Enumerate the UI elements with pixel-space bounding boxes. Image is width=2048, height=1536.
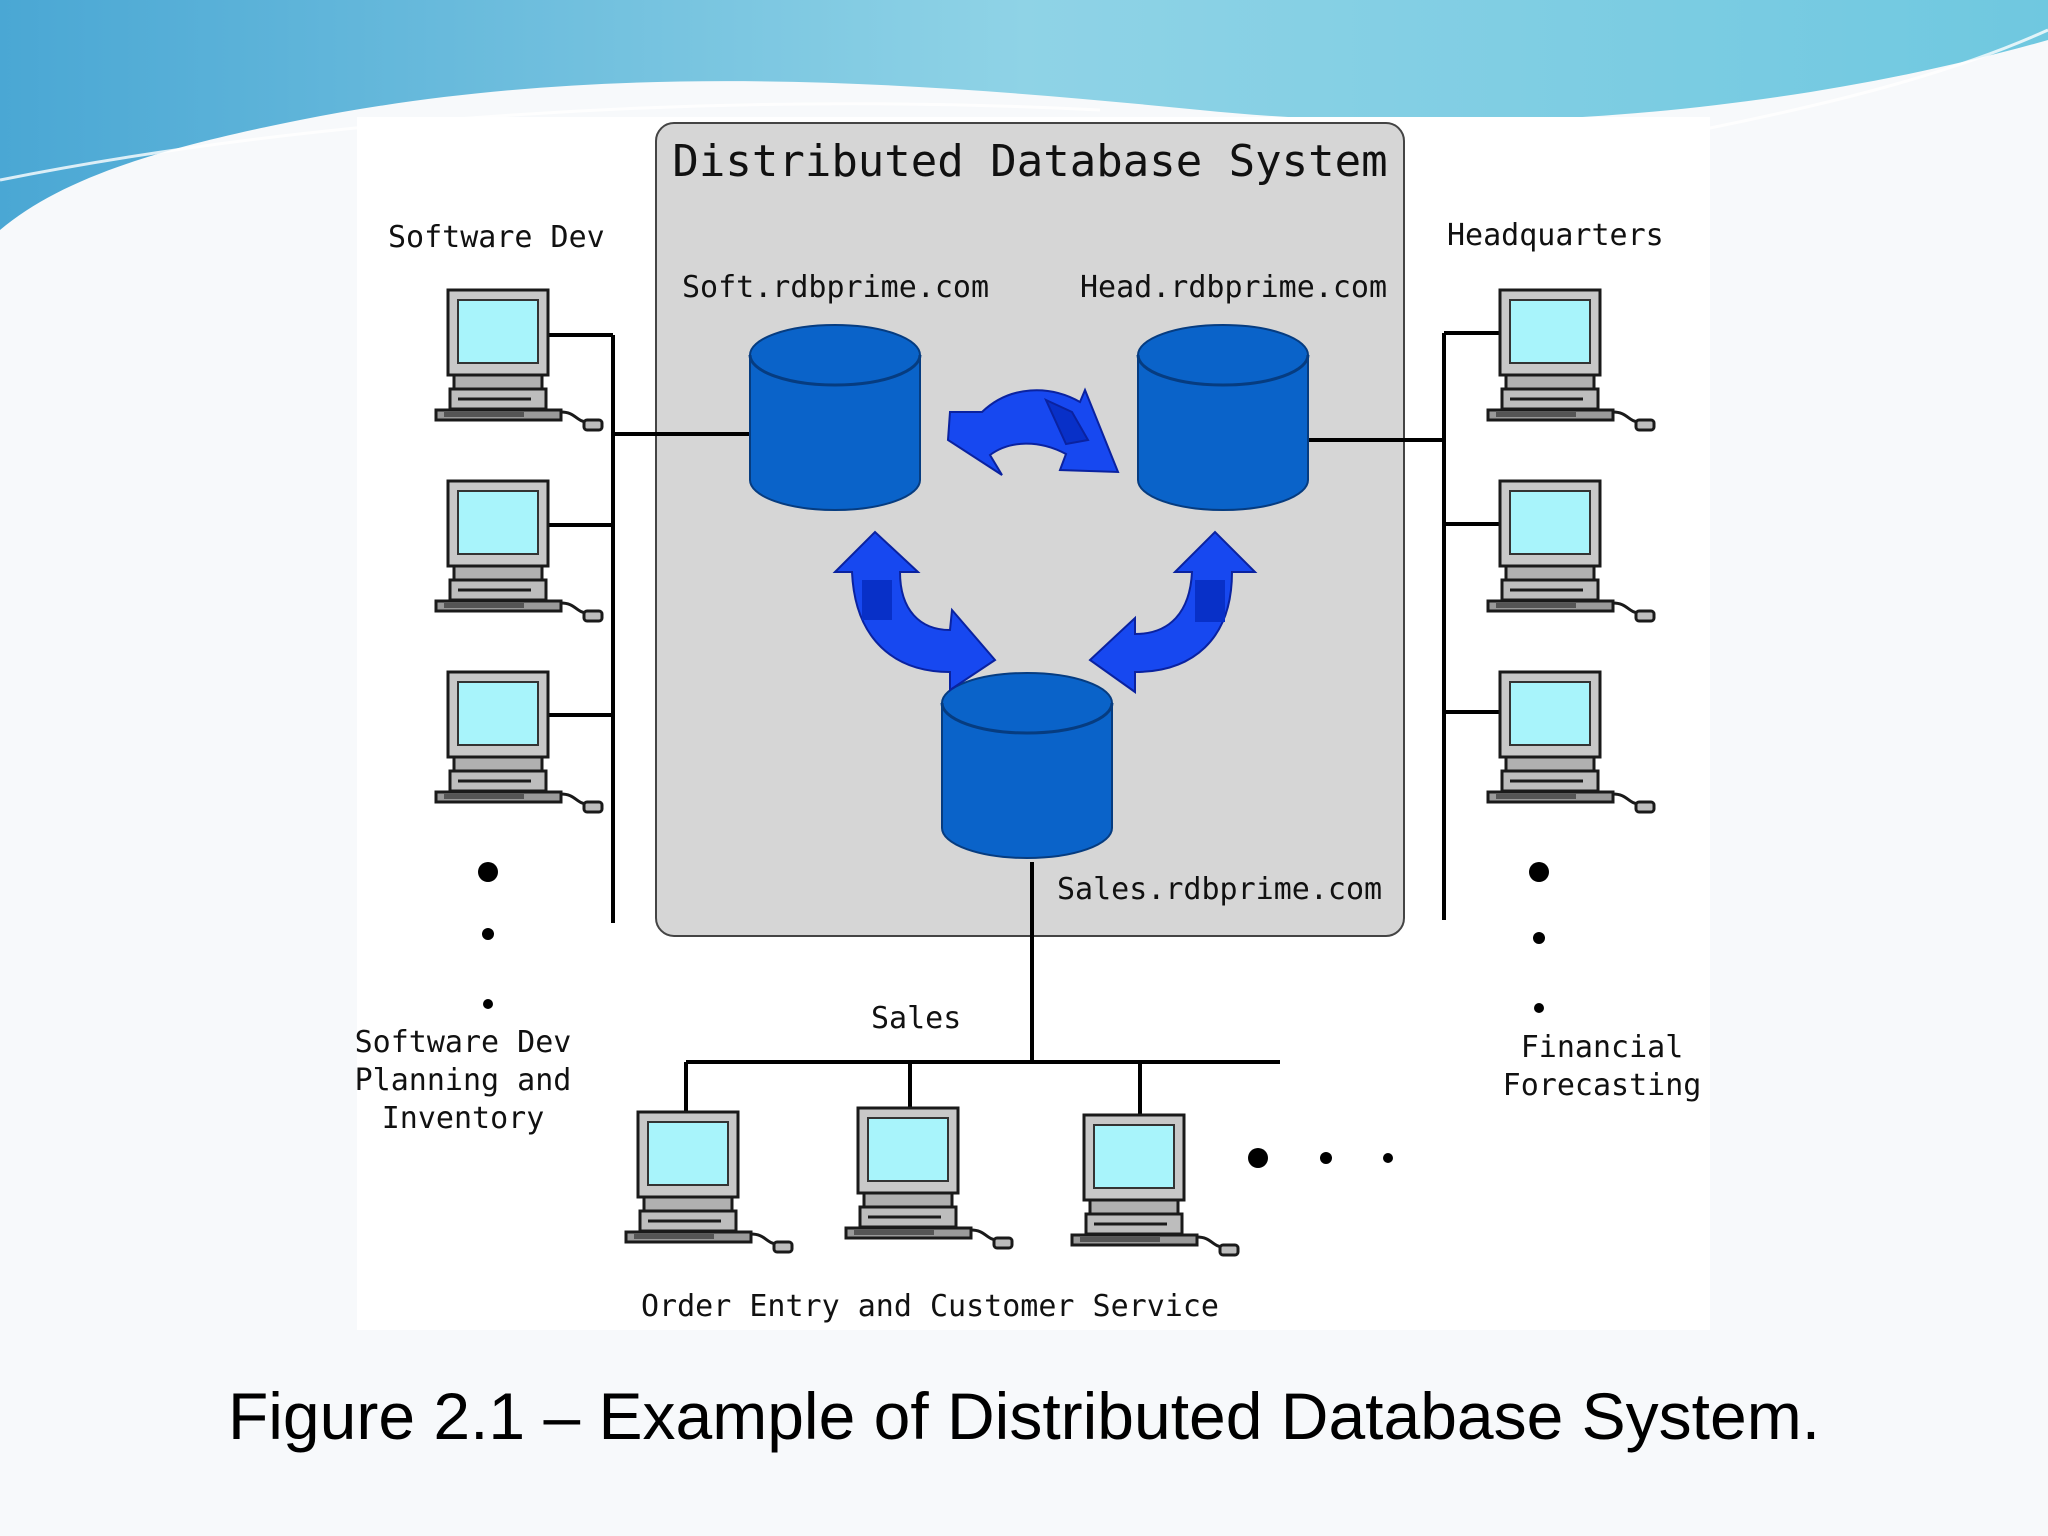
headquarters-computer-1 (1486, 288, 1656, 432)
financial-label-line-2: Forecasting (1503, 1068, 1702, 1103)
software-dev-label: Software Dev (388, 220, 605, 255)
software-dev-computer-2 (434, 479, 604, 623)
headquarters-computer-3 (1486, 670, 1656, 814)
replication-arrow-left (832, 530, 997, 692)
replication-arrow-right (1088, 530, 1258, 694)
soft-db-label: Soft.rdbprime.com (682, 270, 989, 305)
headquarters-computer-2 (1486, 479, 1656, 623)
order-entry-computer-2 (844, 1106, 1014, 1250)
software-dev-planning-line-3: Inventory (382, 1101, 545, 1136)
software-dev-planning-line-2: Planning and (355, 1063, 572, 1098)
replication-arrow-top (946, 387, 1120, 476)
head-database-icon (1136, 323, 1310, 512)
bottom-network-lines (684, 862, 1280, 1115)
system-title: Distributed Database System (672, 136, 1387, 187)
order-entry-computer-1 (624, 1110, 794, 1254)
soft-database-icon (748, 323, 922, 512)
left-network-lines (548, 333, 750, 923)
order-entry-label: Order Entry and Customer Service (641, 1289, 1219, 1324)
sales-database-icon (940, 671, 1114, 860)
software-dev-computer-1 (434, 288, 604, 432)
sales-label: Sales (871, 1001, 961, 1036)
right-network-lines (1308, 331, 1503, 920)
sales-db-label: Sales.rdbprime.com (1057, 872, 1382, 907)
headquarters-label: Headquarters (1447, 218, 1664, 253)
software-dev-planning-line-1: Software Dev (355, 1025, 572, 1060)
software-dev-computer-3 (434, 670, 604, 814)
financial-label-line-1: Financial (1521, 1030, 1684, 1065)
figure-caption: Figure 2.1 – Example of Distributed Data… (227, 1379, 1821, 1453)
order-entry-computer-3 (1070, 1113, 1240, 1257)
ellipsis-dots (478, 862, 1549, 1168)
head-db-label: Head.rdbprime.com (1080, 270, 1387, 305)
